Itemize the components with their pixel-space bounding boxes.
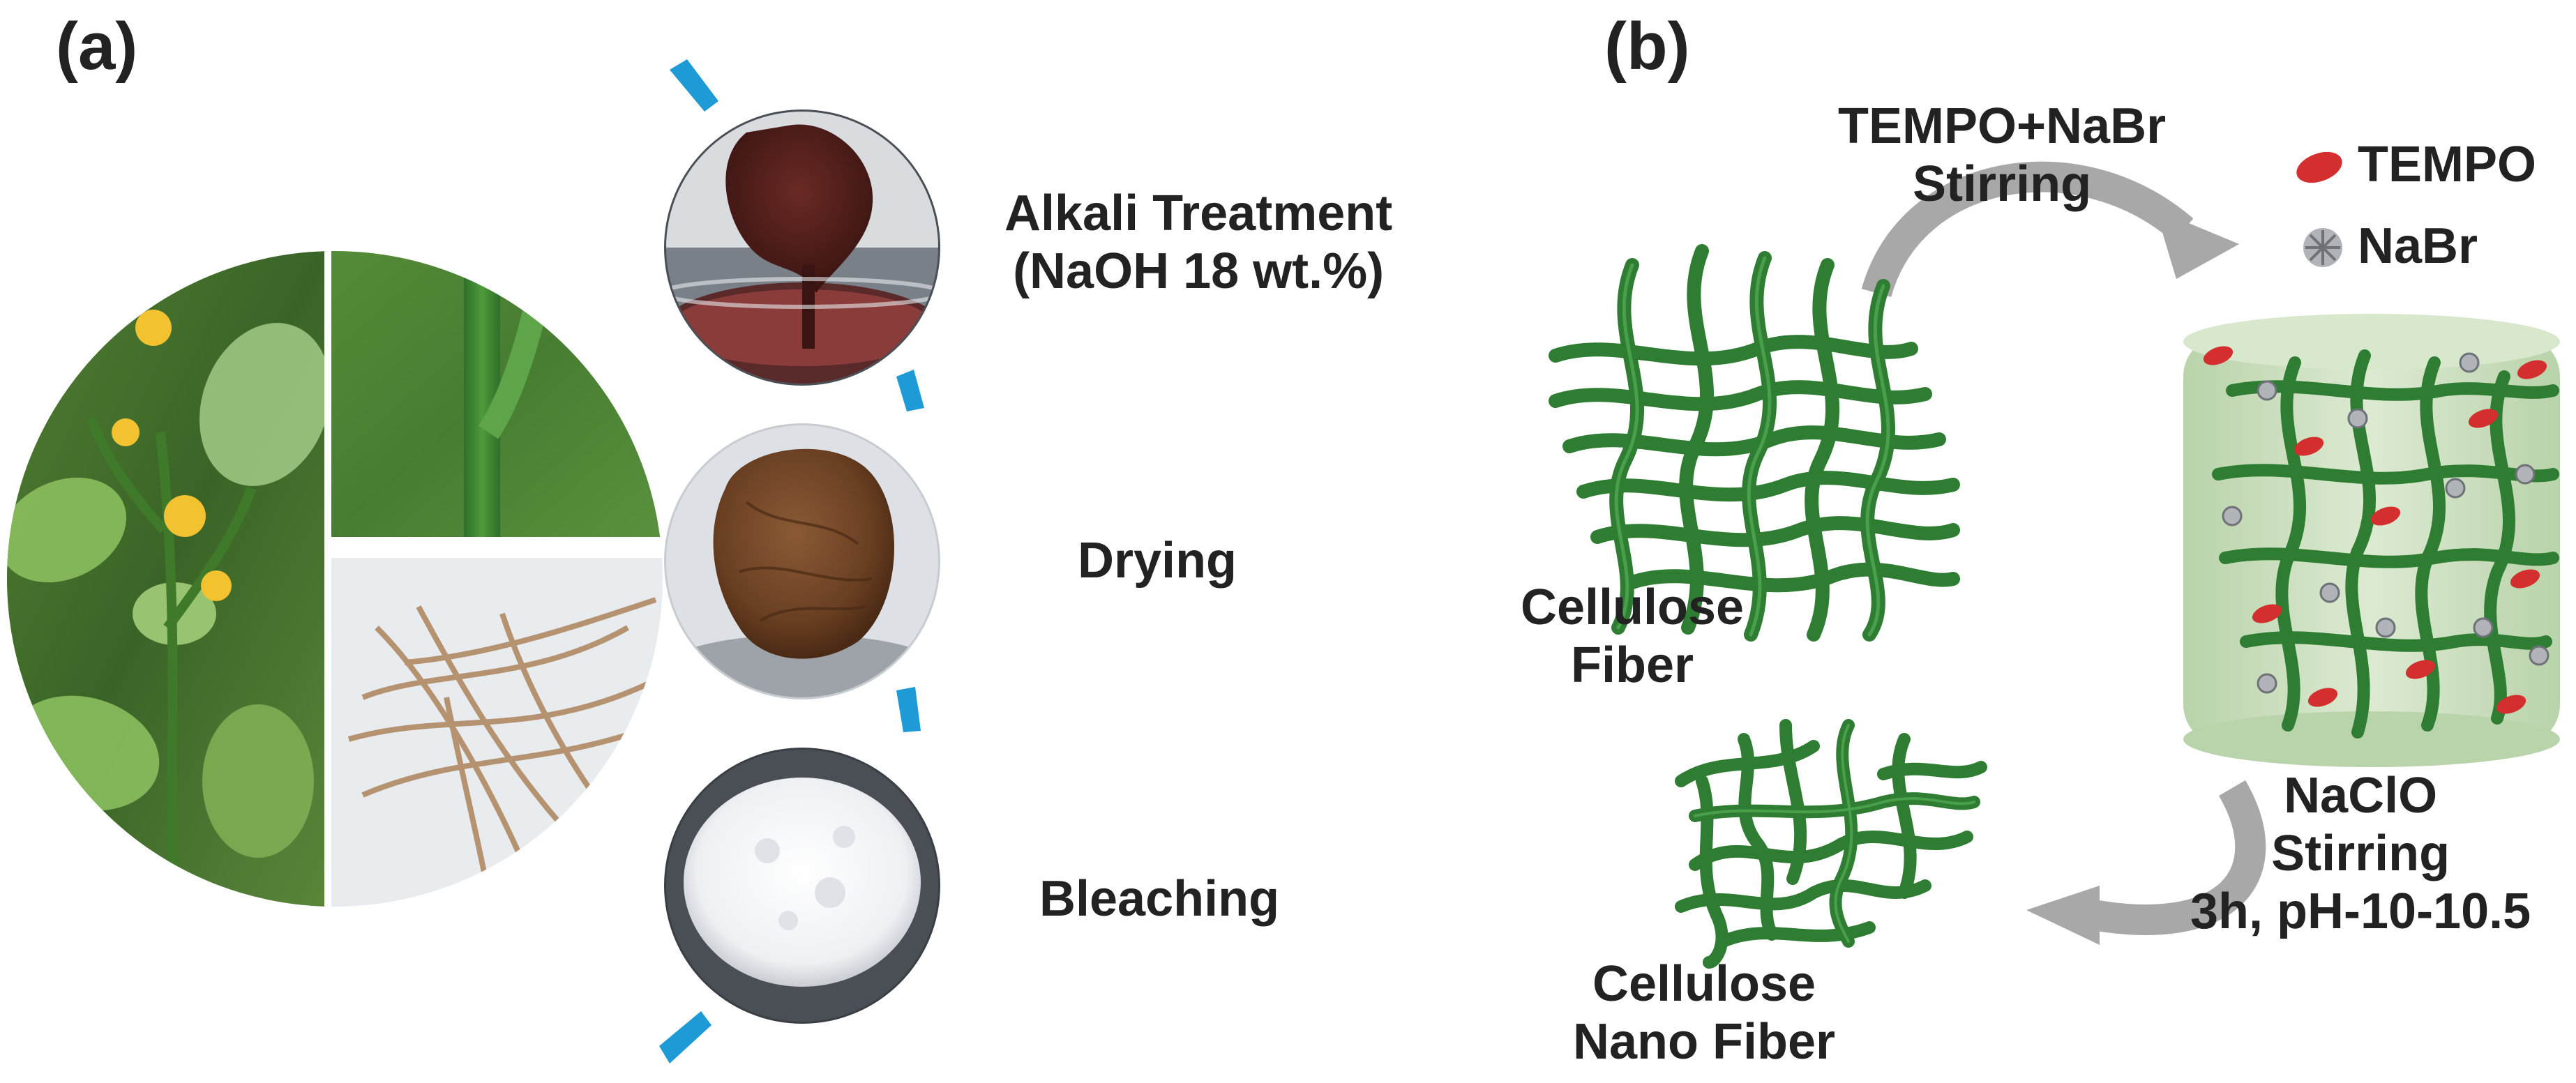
bottom-arrow-line3: 3h, pH-10-10.5: [2190, 883, 2531, 941]
cellulose-nanofiber-bundle: [1681, 725, 1981, 962]
top-arrow-line2: Stirring: [1838, 156, 2166, 213]
bottom-arrow-label: NaClO Stirring 3h, pH-10-10.5: [2190, 767, 2531, 940]
bottom-arrow-line2: Stirring: [2190, 825, 2531, 883]
legend-nabr-label: NaBr: [2358, 218, 2478, 275]
plant-photo-collage: [0, 230, 684, 927]
reaction-vessel: [2183, 314, 2560, 767]
top-arrow-line1: TEMPO+NaBr: [1838, 98, 2166, 156]
cellulose-nanofiber-label: Cellulose Nano Fiber: [1573, 955, 1835, 1071]
alkali-treatment-line1: Alkali Treatment: [1004, 185, 1392, 243]
bleaching-label: Bleaching: [1039, 870, 1279, 927]
drying-photo: [663, 422, 942, 704]
alkali-treatment-line2: (NaOH 18 wt.%): [1004, 243, 1392, 301]
legend-tempo-label: TEMPO: [2358, 136, 2536, 193]
cellulose-fiber-label: Cellulose Fiber: [1521, 579, 1744, 695]
cellulose-nanofiber-line2: Nano Fiber: [1573, 1013, 1835, 1071]
alkali-treatment-label: Alkali Treatment (NaOH 18 wt.%): [1004, 185, 1392, 301]
drying-label: Drying: [1078, 532, 1237, 589]
cellulose-fiber-mesh: [1556, 251, 1953, 635]
cellulose-fiber-line2: Fiber: [1521, 637, 1744, 695]
top-arrow-label: TEMPO+NaBr Stirring: [1838, 98, 2166, 213]
cellulose-nanofiber-line1: Cellulose: [1573, 955, 1835, 1013]
red-ellipse-icon: [2292, 146, 2347, 189]
bottom-arrow-line1: NaClO: [2190, 767, 2531, 825]
panel-b-tag: (b): [1604, 8, 1690, 85]
panel-a-tag: (a): [56, 8, 137, 85]
alkali-treatment-photo: [656, 108, 949, 387]
grey-crystal-icon: [2303, 228, 2342, 267]
bleaching-photo: [663, 746, 942, 1025]
cellulose-fiber-line1: Cellulose: [1521, 579, 1744, 637]
